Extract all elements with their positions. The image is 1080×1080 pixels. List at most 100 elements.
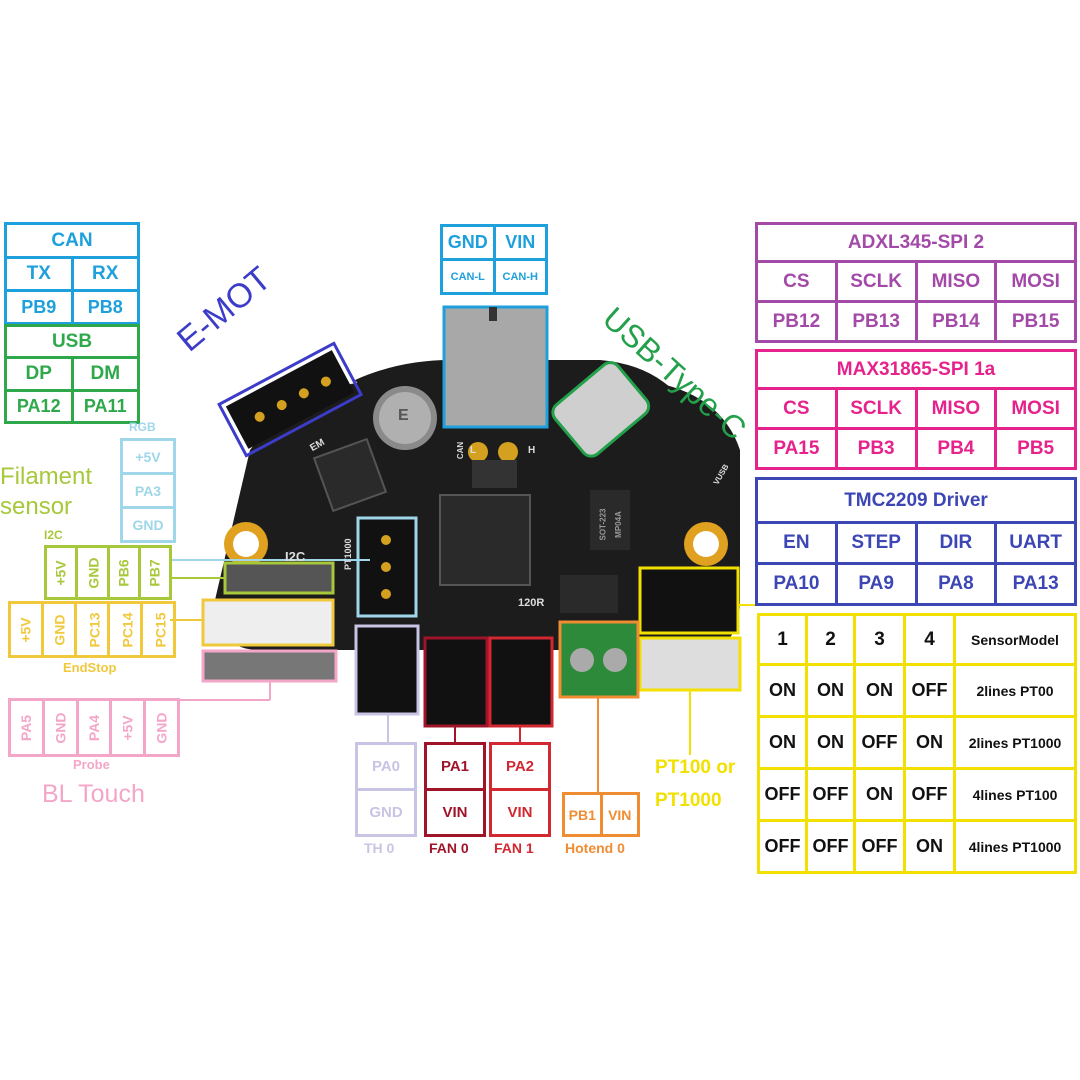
mount-hole-right-inner: [693, 531, 719, 557]
driver-chip: [560, 575, 618, 613]
fan1-title: FAN 1: [494, 840, 534, 856]
i2c-table: +5V GND PB6 PB7: [43, 545, 173, 600]
usb-c-port: [551, 361, 651, 458]
i2c-pin-pb7: PB7: [137, 545, 173, 600]
hotend-title: Hotend 0: [565, 840, 625, 856]
sensor-model: 4lines PT100: [953, 767, 1077, 822]
tmc-header-uart: UART: [994, 521, 1077, 565]
usb-title: USB: [4, 324, 140, 359]
tmc-title: TMC2209 Driver: [755, 477, 1077, 524]
can-conn-canl: CAN-L: [440, 258, 496, 295]
max-title: MAX31865-SPI 1a: [755, 349, 1077, 390]
board-mark-h: H: [528, 445, 536, 456]
probe-pin-5v: +5V: [109, 698, 147, 757]
regulator-chip: [590, 490, 630, 550]
board-mark-chip2: MP04A: [613, 511, 623, 538]
max-header-sclk: SCLK: [834, 387, 918, 430]
sensor-cell: ON: [853, 663, 906, 718]
sensor-cell: OFF: [757, 819, 808, 874]
max-header-cs: CS: [755, 387, 838, 430]
probe-table: PA5 GND PA4 +5V GND: [8, 698, 180, 757]
tmc-pin-step: PA9: [834, 562, 918, 606]
usb-dm-pin: PA11: [70, 389, 140, 424]
sensor-cell: OFF: [853, 819, 906, 874]
endstop-connector: [201, 598, 335, 647]
tmc-pin-uart: PA13: [994, 562, 1077, 606]
sensor-cell: ON: [805, 663, 856, 718]
sensor-model: 4lines PT1000: [953, 819, 1077, 874]
sensor-model: 2lines PT1000: [953, 715, 1077, 770]
adxl-table: ADXL345-SPI 2 CS SCLK MISO MOSI PB12 PB1…: [755, 222, 1077, 343]
max-pin-mosi: PB5: [994, 427, 1077, 470]
fan1-connector: [488, 636, 554, 728]
i2c-title: I2C: [44, 528, 63, 542]
rgb-pin-gnd: GND: [120, 506, 176, 543]
tmc-header-en: EN: [755, 521, 838, 565]
fan1-pin-pa2: PA2: [489, 742, 551, 791]
sensor-cell: ON: [805, 715, 856, 770]
th0-connector: [354, 624, 420, 716]
i2c-pin-gnd: GND: [75, 545, 110, 600]
filament-label-line1: Filament: [0, 463, 93, 490]
sensor-cell: OFF: [903, 663, 956, 718]
endstop-table: +5V GND PC13 PC14 PC15: [8, 601, 176, 658]
th0-pin-gnd: GND: [355, 788, 417, 837]
adxl-header-cs: CS: [755, 260, 838, 303]
can-title: CAN: [4, 222, 140, 259]
adxl-pin-mosi: PB15: [994, 300, 1077, 343]
can-rx-pin: PB8: [70, 289, 140, 325]
board-mark-i2c: I2C: [285, 549, 306, 564]
sensor-table: 1 2 3 4 SensorModel ON ON ON OFF 2lines …: [757, 613, 1077, 874]
sensor-header-3: 3: [853, 613, 906, 666]
board-mark-can: CAN: [456, 441, 466, 460]
small-chip: [312, 437, 388, 513]
board-mark-pt1000: PT1000: [343, 538, 353, 570]
th0-title: TH 0: [364, 840, 395, 856]
fan0-table: PA1 VIN: [424, 742, 486, 837]
adxl-header-miso: MISO: [914, 260, 998, 303]
can-conn-gnd: GND: [440, 224, 496, 261]
sensor-cell: OFF: [853, 715, 906, 770]
sensor-cell: ON: [757, 715, 808, 770]
tmc-header-step: STEP: [834, 521, 918, 565]
can-rx: RX: [70, 256, 140, 292]
can-power-connector: [442, 305, 549, 429]
max-pin-sclk: PB3: [834, 427, 918, 470]
can-conn-canh: CAN-H: [492, 258, 548, 295]
adxl-pin-sclk: PB13: [834, 300, 918, 343]
sensor-header-4: 4: [903, 613, 956, 666]
rgb-pin-5v: +5V: [120, 438, 176, 475]
board-mark-chip: SOT-223: [598, 508, 608, 541]
probe-pin-gnd2: GND: [143, 698, 180, 757]
rgb-pin-pa3: PA3: [120, 472, 176, 509]
tmc-pin-en: PA10: [755, 562, 838, 606]
sensor-header-model: SensorModel: [953, 613, 1077, 666]
endstop-pin-gnd: GND: [41, 601, 77, 658]
i2c-pin-5v: +5V: [43, 545, 79, 600]
endstop-title: EndStop: [63, 660, 117, 675]
sensor-cell: OFF: [805, 819, 856, 874]
max-header-miso: MISO: [914, 387, 998, 430]
tmc-header-dir: DIR: [914, 521, 998, 565]
endstop-pin-pc15: PC15: [140, 601, 176, 658]
board-mark-l: L: [470, 445, 477, 456]
adxl-pin-miso: PB14: [914, 300, 998, 343]
sensor-cell: OFF: [805, 767, 856, 822]
probe-title: Probe: [73, 757, 110, 772]
tmc-table: TMC2209 Driver EN STEP DIR UART PA10 PA9…: [755, 477, 1077, 606]
adxl-title: ADXL345-SPI 2: [755, 222, 1077, 263]
sensor-cell: ON: [903, 819, 956, 874]
probe-pin-gnd: GND: [41, 698, 79, 757]
mcu-chip: [439, 494, 531, 586]
can-conn-vin: VIN: [492, 224, 548, 261]
hotend-table: PB1 VIN: [562, 792, 640, 837]
fan1-table: PA2 VIN: [489, 742, 551, 837]
i2c-header: [223, 561, 335, 595]
probe-header: [201, 649, 338, 683]
board-mark-120r: 120R: [518, 597, 545, 609]
usb-dm: DM: [70, 356, 140, 392]
th0-table: PA0 GND: [355, 742, 417, 837]
